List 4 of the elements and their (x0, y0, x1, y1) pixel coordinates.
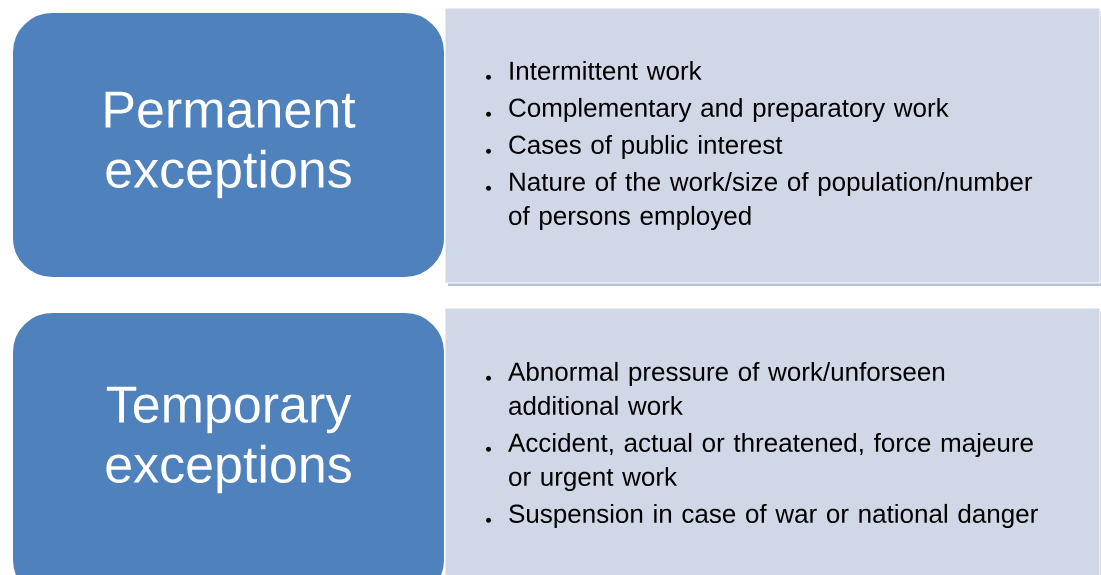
bullet-list-panel: Abnormal pressure of work/unforseen additional work Accident, actual or threatened, force majeure or urgent work Suspension in case of war or national danger (444, 307, 1101, 575)
title-box: Permanent exceptions (11, 11, 446, 279)
bullet-list-panel: Intermittent work Complementary and preparatory work Cases of public interest Nature of the work/size of population/number of persons employed (444, 7, 1101, 286)
title-box: Temporary exceptions (11, 311, 446, 575)
